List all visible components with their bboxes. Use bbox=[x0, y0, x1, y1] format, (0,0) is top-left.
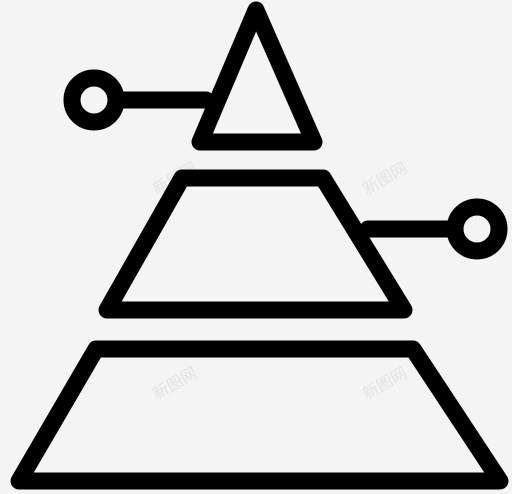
pyramid-middle-tier bbox=[98, 169, 413, 319]
middle-connector-node bbox=[446, 198, 508, 260]
pyramid-top-triangle bbox=[191, 1, 323, 151]
top-connector-node bbox=[63, 69, 125, 131]
pyramid-bottom-tier bbox=[10, 340, 509, 490]
